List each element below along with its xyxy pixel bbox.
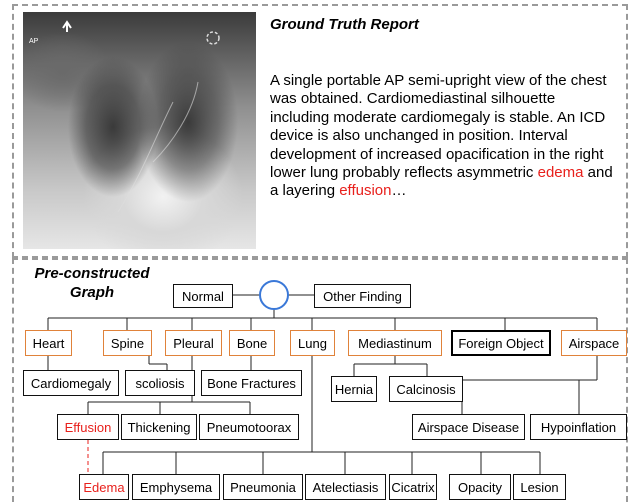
node-emphysema: Emphysema	[132, 474, 220, 500]
node-normal: Normal	[173, 284, 233, 308]
node-effusion: Effusion	[57, 414, 119, 440]
node-lesion: Lesion	[513, 474, 566, 500]
node-bone-fractures: Bone Fractures	[201, 370, 302, 396]
node-cardiomegaly: Cardiomegaly	[23, 370, 119, 396]
root-circle-node	[260, 281, 288, 309]
node-pneumothorax: Pneumotoorax	[199, 414, 299, 440]
node-hernia: Hernia	[331, 376, 377, 402]
node-pneumonia: Pneumonia	[223, 474, 303, 500]
node-scoliosis: scoliosis	[125, 370, 195, 396]
node-pleural: Pleural	[165, 330, 222, 356]
node-lung: Lung	[290, 330, 335, 356]
node-cicatrix: Cicatrix	[389, 474, 437, 500]
node-mediastinum: Mediastinum	[348, 330, 442, 356]
node-calcinosis: Calcinosis	[389, 376, 463, 402]
node-edema: Edema	[79, 474, 129, 500]
node-hypoinflation: Hypoinflation	[530, 414, 627, 440]
node-other-finding: Other Finding	[314, 284, 411, 308]
node-opacity: Opacity	[449, 474, 511, 500]
node-airspace: Airspace	[561, 330, 627, 356]
node-bone: Bone	[229, 330, 275, 356]
node-foreign-object: Foreign Object	[451, 330, 551, 356]
node-heart: Heart	[25, 330, 72, 356]
node-airspace-disease: Airspace Disease	[412, 414, 525, 440]
node-thickening: Thickening	[121, 414, 197, 440]
node-atelectasis: Atelectiasis	[305, 474, 386, 500]
node-spine: Spine	[103, 330, 152, 356]
